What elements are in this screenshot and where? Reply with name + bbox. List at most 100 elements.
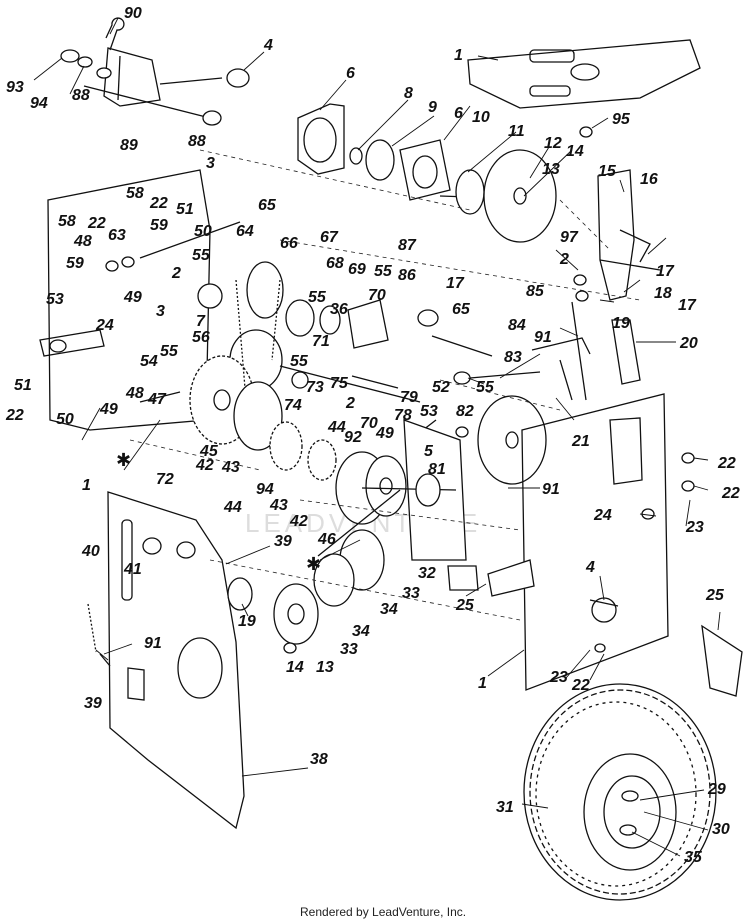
callout-44: 44 [223,499,242,516]
callout-15: 15 [598,163,617,180]
callout-55: 55 [476,379,495,396]
middle-shafts [351,309,547,485]
callout-95: 95 [612,111,631,128]
callout-42: 42 [289,513,308,530]
callout-97: 97 [560,229,579,246]
callout-32: 32 [418,565,436,582]
callout-51: 51 [176,201,194,218]
callout-45: 45 [199,443,219,460]
callout-36: 36 [330,301,348,318]
callout-52: 52 [432,379,450,396]
upper-right-linkage [531,169,661,401]
callout-14: 14 [566,143,584,160]
callout-34: 34 [352,623,370,640]
callout-59: 59 [150,217,168,234]
callout-78: 78 [394,407,412,424]
callout-17: 17 [678,297,697,314]
callout-40: 40 [81,543,100,560]
callout-94: 94 [30,95,48,112]
callout-58: 58 [58,213,76,230]
callout-44: 44 [327,419,346,436]
callout-50: 50 [56,411,74,428]
callout-94: 94 [256,481,274,498]
callout-34: 34 [380,601,398,618]
callout-1: 1 [478,675,487,692]
callout-2: 2 [345,395,355,412]
callout-8: 8 [404,85,413,102]
control-shaft-assembly [60,17,250,126]
callout-11: 11 [508,123,525,140]
left-frame-plate [39,169,241,431]
callout-73: 73 [306,379,324,396]
callout-24: 24 [95,317,114,334]
callout-4: 4 [263,37,273,54]
callout-49: 49 [123,289,142,306]
callout-39: 39 [84,695,102,712]
callout-67: 67 [320,229,339,246]
callout-29: 29 [707,781,726,798]
callout-89: 89 [120,137,138,154]
callout-30: 30 [712,821,730,838]
callout-91: 91 [144,635,162,652]
callout-63: 63 [108,227,126,244]
callout-90: 90 [124,5,142,22]
callout-17: 17 [446,275,465,292]
callout-53: 53 [420,403,438,420]
callout-24: 24 [593,507,612,524]
callout-91: 91 [534,329,552,346]
callout-25: 25 [455,597,475,614]
callout-70: 70 [360,415,378,432]
callout-55: 55 [374,263,393,280]
callout-55: 55 [160,343,179,360]
callout-85: 85 [526,283,545,300]
lower-side-panel [87,491,253,830]
callout-5: 5 [424,443,434,460]
callout-2: 2 [559,251,569,268]
callout-23: 23 [549,669,568,686]
callout-47: 47 [147,391,167,408]
callout-50: 50 [194,223,212,240]
callout-86: 86 [398,267,416,284]
callout-19: 19 [612,315,630,332]
callout-22: 22 [5,407,24,424]
callout-labels: 90 4 93 94 88 88 89 1 95 6 8 9 6 10 11 1… [5,5,740,866]
callout-2: 2 [171,265,181,282]
callout-74: 74 [284,397,302,414]
callout-55: 55 [290,353,309,370]
callout-83: 83 [504,349,522,366]
callout-38: 38 [310,751,328,768]
asterisk-marker-left: ✱ [116,450,131,470]
callout-48: 48 [73,233,92,250]
callout-43: 43 [269,497,288,514]
callout-1: 1 [82,477,91,494]
callout-91: 91 [542,481,560,498]
callout-16: 16 [640,171,658,188]
callout-17: 17 [656,263,675,280]
callout-82: 82 [456,403,474,420]
callout-18: 18 [654,285,672,302]
callout-21: 21 [571,433,590,450]
callout-93: 93 [6,79,24,96]
callout-35: 35 [684,849,703,866]
callout-49: 49 [375,425,394,442]
callout-53: 53 [46,291,64,308]
callout-88: 88 [188,133,206,150]
callout-4: 4 [585,559,595,576]
callout-54: 54 [140,353,158,370]
callout-7: 7 [196,313,206,330]
callout-55: 55 [308,289,327,306]
callout-3: 3 [206,155,215,172]
callout-39: 39 [274,533,292,550]
center-clutch-assembly [273,419,479,654]
callout-87: 87 [398,237,417,254]
callout-3: 3 [156,303,165,320]
callout-70: 70 [368,287,386,304]
chain-and-sprockets [189,261,421,481]
callout-71: 71 [312,333,330,350]
callout-72: 72 [156,471,174,488]
callout-79: 79 [400,389,418,406]
callout-1: 1 [454,47,463,64]
callout-33: 33 [340,641,358,658]
footer-credit: Rendered by LeadVenture, Inc. [300,905,466,919]
